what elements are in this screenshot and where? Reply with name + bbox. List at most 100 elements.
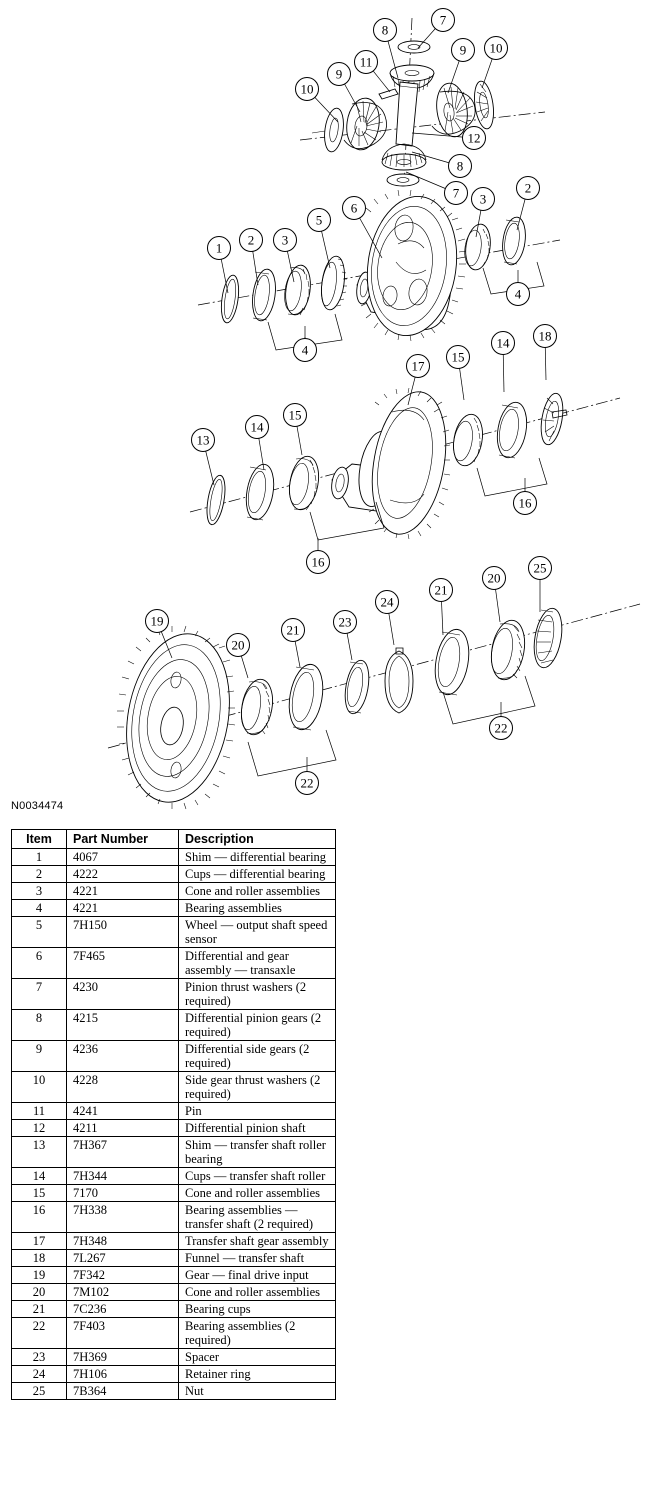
part-differential-bearing-cup-right — [502, 216, 526, 266]
part-transfer-cone-roller-left — [288, 455, 320, 511]
callout-number: 20 — [232, 638, 245, 653]
description-cell: Cups — differential bearing — [178, 865, 336, 883]
callout-number: 5 — [316, 213, 323, 228]
callout-19: 19 — [145, 609, 173, 659]
callout-3: 3 — [273, 228, 297, 283]
callout-number: 8 — [382, 23, 389, 38]
callout-circle — [342, 196, 366, 220]
description-cell: Retainer ring — [178, 1365, 336, 1383]
description-cell: Differential pinion gears (2 required) — [178, 1009, 336, 1041]
callout-4: 4 — [293, 326, 317, 362]
part-number-cell: 4236 — [66, 1040, 179, 1072]
callout-circle — [327, 62, 351, 86]
item-cell: 3 — [11, 882, 67, 900]
description-cell: Wheel — output shaft speed sensor — [178, 916, 336, 948]
callout-14: 14 — [245, 415, 269, 471]
callout-circle — [239, 228, 263, 252]
part-retainer-ring — [384, 647, 414, 714]
description-cell: Pin — [178, 1102, 336, 1120]
callout-number: 14 — [251, 420, 265, 435]
item-cell: 19 — [11, 1266, 67, 1284]
part-transfer-shaft-gear-assembly — [331, 387, 451, 540]
callout-8: 8 — [373, 18, 399, 79]
callout-circle — [245, 415, 269, 439]
callout-10: 10 — [295, 77, 339, 123]
callout-number: 6 — [351, 201, 358, 216]
callout-2: 2 — [239, 228, 263, 286]
callout-circle — [375, 590, 399, 614]
callout-circle — [354, 50, 378, 74]
callout-10: 10 — [481, 36, 508, 89]
callout-24: 24 — [375, 590, 399, 646]
description-cell: Cups — transfer shaft roller — [178, 1167, 336, 1185]
callout-number: 8 — [457, 159, 464, 174]
part-differential-pinion-shaft — [395, 81, 419, 147]
description-cell: Bearing assemblies — transfer shaft (2 r… — [178, 1201, 336, 1233]
callout-16: 16 — [513, 478, 537, 515]
callout-17: 17 — [406, 354, 430, 406]
callout-number: 17 — [412, 359, 426, 374]
callout-number: 14 — [497, 336, 511, 351]
part-number-cell: 4215 — [66, 1009, 179, 1041]
callout-15: 15 — [283, 403, 307, 456]
callout-circle — [145, 609, 169, 633]
callout-number: 2 — [525, 181, 532, 196]
item-cell: 15 — [11, 1184, 67, 1202]
item-cell: 16 — [11, 1201, 67, 1233]
item-cell: 14 — [11, 1167, 67, 1185]
part-number-cell: 4221 — [66, 899, 179, 917]
assembly-group-transfer-shaft — [189, 387, 621, 541]
callout-circle — [306, 550, 330, 574]
callout-6: 6 — [342, 196, 383, 259]
part-number-cell: 7M102 — [66, 1283, 179, 1301]
callout-circle — [273, 228, 297, 252]
callout-number: 18 — [539, 329, 552, 344]
part-pin — [378, 88, 399, 100]
assembly-group-final-drive — [107, 603, 641, 810]
description-cell: Cone and roller assemblies — [178, 1184, 336, 1202]
callout-number: 10 — [301, 82, 314, 97]
part-number-cell: 4230 — [66, 978, 179, 1010]
callout-circle — [295, 77, 319, 101]
callout-circle — [528, 556, 552, 580]
callout-5: 5 — [307, 208, 331, 269]
callout-21: 21 — [429, 578, 453, 636]
callout-circle — [482, 566, 506, 590]
callout-18: 18 — [533, 324, 557, 381]
callout-2: 2 — [516, 176, 540, 231]
callout-circle — [293, 338, 317, 362]
callout-20: 20 — [482, 566, 506, 623]
part-number-cell: 4221 — [66, 882, 179, 900]
part-final-drive-cone-roller-left — [240, 678, 274, 736]
item-cell: 10 — [11, 1071, 67, 1103]
part-number-cell: 4228 — [66, 1071, 179, 1103]
callout-25: 25 — [528, 556, 552, 612]
part-transfer-shaft-funnel — [540, 392, 568, 446]
description-cell: Funnel — transfer shaft — [178, 1249, 336, 1267]
callout-number: 22 — [301, 776, 314, 791]
item-cell: 7 — [11, 978, 67, 1010]
item-cell: 20 — [11, 1283, 67, 1301]
part-final-drive-bearing-cup-right — [434, 628, 470, 696]
callout-number: 11 — [360, 55, 373, 70]
callout-circle — [516, 176, 540, 200]
part-output-shaft-speed-sensor-wheel — [321, 255, 347, 311]
callout-circle — [333, 610, 357, 634]
part-cone-roller-assembly-left — [284, 264, 311, 316]
callout-circle — [191, 428, 215, 452]
item-cell: 24 — [11, 1365, 67, 1383]
description-cell: Cone and roller assemblies — [178, 882, 336, 900]
part-number-cell: 7L267 — [66, 1249, 179, 1267]
part-differential-side-gear-right — [431, 82, 476, 138]
